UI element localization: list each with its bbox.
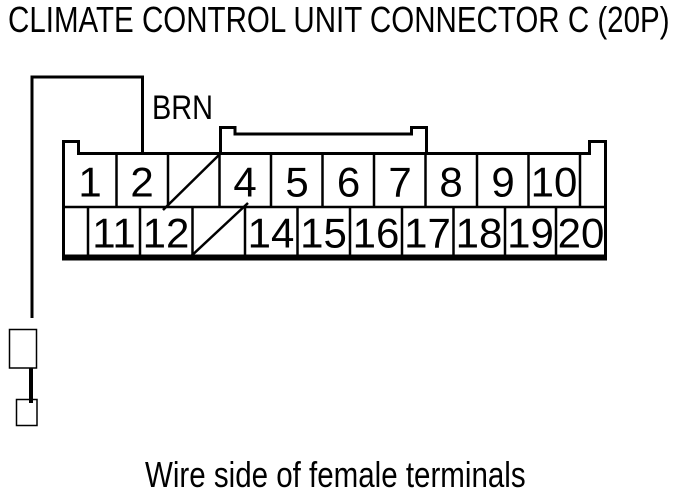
pin-label-19: 19 xyxy=(507,210,554,257)
pin-label-5: 5 xyxy=(285,159,308,206)
wire-color-label: BRN xyxy=(152,89,214,127)
brn-wire-path xyxy=(30,75,144,318)
pin-label-10: 10 xyxy=(531,159,578,206)
pin-label-4: 4 xyxy=(233,159,256,206)
pin-label-11: 11 xyxy=(92,210,136,257)
pin-label-16: 16 xyxy=(353,210,400,257)
pin-label-6: 6 xyxy=(337,159,360,206)
top-row-separators xyxy=(115,153,582,207)
pin-label-14: 14 xyxy=(248,210,295,257)
pin-label-15: 15 xyxy=(300,210,347,257)
pin-label-1: 1 xyxy=(78,159,101,206)
terminal-symbol-small xyxy=(15,398,38,427)
pin-label-7: 7 xyxy=(388,159,411,206)
pin-label-2: 2 xyxy=(130,159,153,206)
top-row-pin-labels: 1 2 4 5 6 7 8 9 10 xyxy=(78,159,577,206)
pin-label-18: 18 xyxy=(456,210,503,257)
bottom-row-separators xyxy=(86,207,558,255)
pin-label-20: 20 xyxy=(558,210,605,257)
terminal-symbol-large xyxy=(8,328,38,369)
pin-label-9: 9 xyxy=(491,159,514,206)
pin-label-12: 12 xyxy=(143,210,190,257)
page-title: CLIMATE CONTROL UNIT CONNECTOR C (20P) xyxy=(8,0,670,40)
bottom-row-pin-labels: 11 12 14 15 16 17 18 19 20 xyxy=(92,210,604,257)
housing-outline xyxy=(62,140,607,259)
housing-top-rib xyxy=(219,126,428,154)
slash-no-terminal-bottom xyxy=(187,202,249,260)
pin-label-17: 17 xyxy=(404,210,451,257)
caption: Wire side of female terminals xyxy=(145,454,526,495)
pin-label-8: 8 xyxy=(439,159,462,206)
slash-no-terminal-top xyxy=(162,151,223,211)
